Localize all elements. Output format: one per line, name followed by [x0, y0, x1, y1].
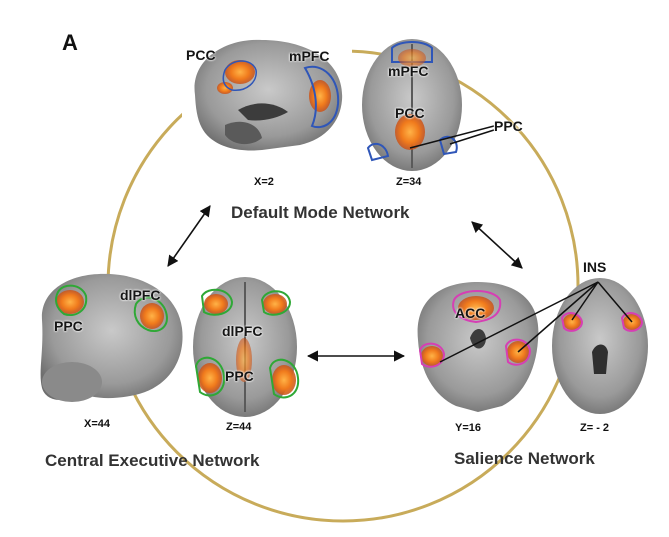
panel-letter: A: [62, 30, 78, 55]
central-executive-network-label: Central Executive Network: [45, 451, 260, 470]
sn-coronal-slice: [417, 282, 539, 412]
region-label-dlpfc-sagittal: dlPFC: [120, 287, 161, 303]
default-mode-network-label: Default Mode Network: [231, 203, 410, 222]
slice-coordinate-z34: Z=34: [396, 176, 422, 188]
region-label-pcc-axial: PCC: [395, 105, 425, 121]
region-label-ppc-dmn: PPC: [494, 118, 523, 134]
region-label-ppc-axial: PPC: [225, 368, 254, 384]
region-label-pcc-sagittal: PCC: [186, 47, 216, 63]
region-label-mpfc-sagittal: mPFC: [289, 48, 330, 64]
slice-coordinate-z-minus2: Z= - 2: [580, 422, 610, 434]
region-label-mpfc-axial: mPFC: [388, 63, 429, 79]
arrow-dmn-cen: [167, 205, 211, 267]
ins-pointer-lines: [439, 281, 633, 363]
region-label-ins: INS: [583, 259, 607, 275]
dmn-axial-slice: [362, 39, 495, 171]
slice-coordinate-z44: Z=44: [226, 421, 252, 433]
slice-coordinate-y16: Y=16: [455, 422, 481, 434]
dmn-sagittal-slice: [182, 32, 352, 158]
region-label-dlpfc-axial: dlPFC: [222, 323, 263, 339]
salience-network-label: Salience Network: [454, 449, 595, 468]
slice-coordinate-x44: X=44: [84, 418, 110, 430]
cen-axial-slice: [193, 277, 300, 417]
arrow-dmn-sn: [471, 221, 523, 269]
cen-sagittal-slice: [40, 273, 183, 402]
region-label-ppc-sagittal: PPC: [54, 318, 83, 334]
slice-coordinate-x2: X=2: [254, 176, 274, 188]
region-label-acc: ACC: [455, 305, 486, 321]
